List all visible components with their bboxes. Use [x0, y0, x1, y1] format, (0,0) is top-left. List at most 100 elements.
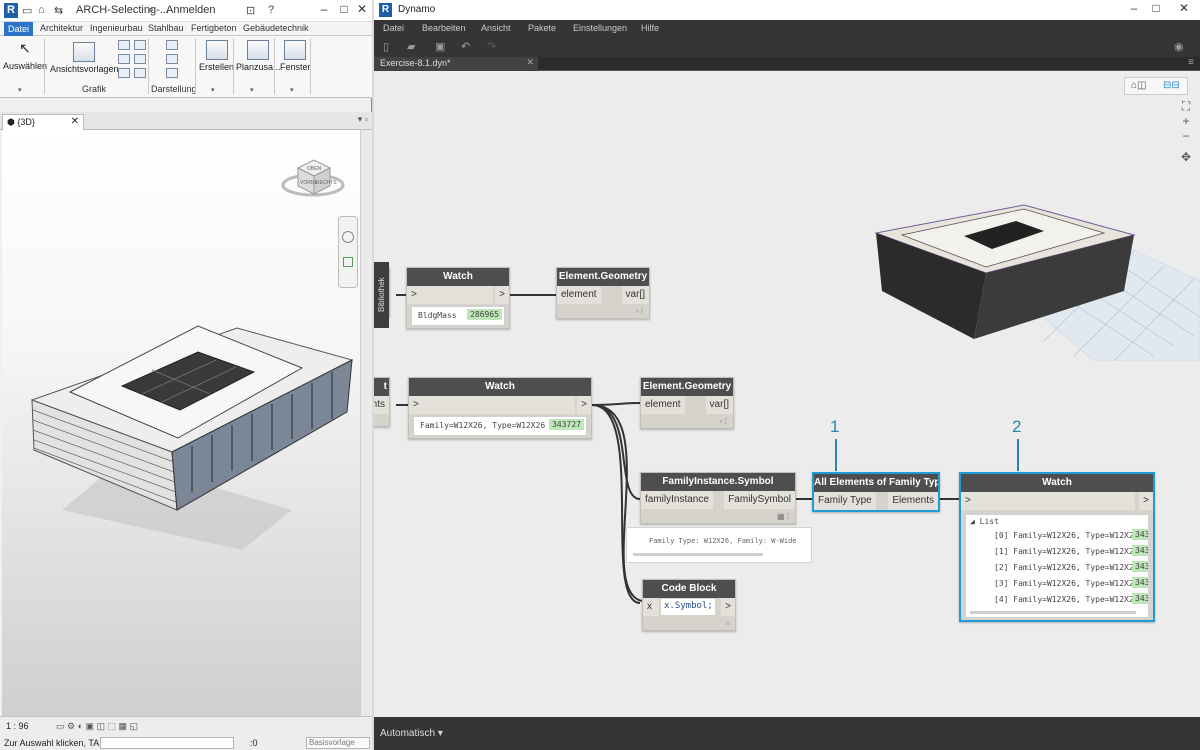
view-control-icons[interactable]: ▭ ⚙ ◐ ▣ ◫ ⬚ ▦ ◱ — [56, 721, 139, 731]
output-port[interactable]: > — [721, 598, 735, 616]
preview-scrollbar[interactable] — [633, 553, 763, 556]
help-button[interactable]: ? — [268, 4, 275, 16]
menu-pakete[interactable]: Pakete — [528, 23, 557, 33]
save-icon[interactable]: ▣ — [435, 41, 446, 53]
close-icon[interactable]: ✕ — [356, 2, 368, 16]
sheet-composition-button[interactable]: Planzusa... — [236, 40, 281, 72]
element-geometry-node[interactable]: Element.Geometry element var[] ▫ ⁞ — [556, 267, 650, 319]
render-gallery-icon[interactable] — [166, 54, 178, 64]
watch-node[interactable]: Watch > > Family=W12X26, Type=W12X26 343… — [408, 377, 592, 439]
tab-stahlbau[interactable]: Stahlbau — [148, 23, 184, 33]
element-id-badge[interactable]: 343 — [1132, 545, 1148, 556]
all-elements-of-family-type-node[interactable]: All Elements of Family Type Family Type … — [812, 472, 940, 512]
cart-icon[interactable]: ⊡ — [246, 5, 256, 17]
tab-architektur[interactable]: Architektur — [40, 23, 84, 33]
graph-view-icon[interactable]: ⊟⊟ — [1163, 80, 1180, 91]
render-icon[interactable] — [134, 68, 146, 78]
open-file-icon[interactable]: ▰ — [407, 41, 416, 53]
select-node-partial[interactable]: t nts — [374, 377, 390, 427]
create-dropdown-icon[interactable]: ▾ — [211, 87, 215, 94]
zoom-out-icon[interactable]: − — [1182, 129, 1190, 143]
output-port[interactable]: > — [495, 286, 509, 304]
geometry-view-icon[interactable]: ⌂◫ — [1131, 80, 1147, 91]
render-cloud-icon[interactable] — [166, 40, 178, 50]
run-mode-dropdown[interactable]: Automatisch ▾ — [380, 728, 443, 739]
design-option-field[interactable]: Basisvorlage — [306, 737, 370, 749]
steering-wheel-icon[interactable] — [342, 231, 354, 243]
workset-field[interactable] — [100, 737, 234, 749]
tab-gebaeudetechnik[interactable]: Gebäudetechnik — [243, 23, 309, 33]
node-preview-toggle-icon[interactable]: ▦ ⁞ — [776, 512, 789, 521]
element-geometry-node[interactable]: Element.Geometry element var[] ▫ ⁞ — [640, 377, 734, 429]
input-port[interactable]: > — [409, 396, 575, 414]
view-cube-top-label[interactable]: OBEN — [307, 166, 322, 172]
view-tab-menu-icon[interactable]: ▾ ▫ — [357, 114, 368, 124]
pan-icon[interactable]: ✥ — [1180, 150, 1192, 164]
input-port[interactable]: > — [961, 492, 1135, 510]
dynamo-minimize-icon[interactable]: – — [1130, 1, 1138, 15]
input-port[interactable]: Family Type — [814, 492, 876, 510]
menu-hilfe[interactable]: Hilfe — [641, 23, 660, 33]
input-port[interactable]: familyInstance — [641, 491, 713, 509]
close-view-icon[interactable]: ✕ — [70, 116, 79, 127]
dynamo-close-icon[interactable]: ✕ — [1178, 1, 1190, 15]
binoculars-icon[interactable]: ⌕ — [148, 4, 155, 16]
output-port[interactable]: Elements — [888, 492, 938, 510]
tab-fertigbeton[interactable]: Fertigbeton — [191, 23, 237, 33]
minimize-icon[interactable]: – — [320, 2, 328, 16]
undo-icon[interactable]: ⇆ — [54, 5, 64, 17]
redo-icon[interactable]: ↷ — [487, 41, 497, 53]
dynamo-canvas[interactable]: 1 2 t nts t nts Watch > > BldgMass 28696… — [374, 71, 1200, 717]
input-port[interactable]: element — [641, 396, 685, 414]
input-port[interactable]: x — [643, 598, 659, 616]
filters-icon[interactable] — [134, 40, 146, 50]
view-cube-front-label[interactable]: VORNE — [300, 180, 318, 186]
tab-datei[interactable]: Datei — [4, 22, 34, 36]
node-preview-toggle-icon[interactable]: ▫ ⁞ — [635, 307, 643, 316]
create-button[interactable]: Erstellen — [199, 40, 234, 72]
output-port[interactable]: nts — [374, 396, 389, 414]
revit-logo[interactable]: R — [4, 3, 18, 18]
view-cube-right-label[interactable]: RECHTS — [316, 180, 337, 186]
collapse-icon[interactable]: ◢ — [970, 517, 980, 526]
tab-ingenieurbau[interactable]: Ingenieurbau — [90, 23, 143, 33]
visibility-icon[interactable] — [118, 40, 130, 50]
menu-ansicht[interactable]: Ansicht — [481, 23, 511, 33]
code-editor[interactable]: x.Symbol; — [661, 599, 715, 615]
code-block-node[interactable]: Code Block x x.Symbol; > ▫ — [642, 579, 736, 631]
element-id-badge[interactable]: 343 — [1132, 593, 1148, 604]
screenshot-icon[interactable]: ◉ — [1174, 41, 1184, 53]
window-button[interactable]: Fenster — [280, 40, 311, 72]
element-id-badge[interactable]: 343727 — [549, 419, 584, 430]
maximize-icon[interactable]: □ — [340, 2, 348, 16]
tab-list-icon[interactable]: ≡ — [1188, 57, 1194, 68]
view-templates-button[interactable]: Ansichtsvorlagen — [50, 42, 119, 74]
output-port[interactable]: > — [1139, 492, 1153, 510]
menu-datei[interactable]: Datei — [383, 23, 405, 33]
zoom-region-icon[interactable] — [343, 257, 353, 267]
node-preview-toggle-icon[interactable]: ▫ ⁞ — [719, 417, 727, 426]
node-preview-toggle-icon[interactable]: ▫ — [726, 619, 729, 628]
input-port[interactable]: > — [407, 286, 493, 304]
dynamo-maximize-icon[interactable]: □ — [1152, 1, 1160, 15]
close-file-icon[interactable]: ✕ — [526, 57, 534, 67]
undo-icon[interactable]: ↶ — [461, 41, 471, 53]
element-id-badge[interactable]: 343 — [1132, 561, 1148, 572]
open-folder-icon[interactable]: ⌂ — [38, 4, 45, 16]
sign-in-button[interactable]: Anmelden — [166, 4, 216, 16]
list-root[interactable]: ◢ List — [970, 517, 999, 526]
window-dropdown-icon[interactable]: ▾ — [290, 87, 294, 94]
view-scale[interactable]: 1 : 96 — [6, 721, 29, 731]
sheet-dropdown-icon[interactable]: ▾ — [250, 87, 254, 94]
output-port[interactable]: var[] — [621, 286, 649, 304]
watch-node[interactable]: Watch > > BldgMass 286965 — [406, 267, 510, 329]
thin-lines-icon[interactable] — [118, 54, 130, 64]
cut-profile-icon[interactable] — [118, 68, 130, 78]
menu-bearbeiten[interactable]: Bearbeiten — [422, 23, 466, 33]
vertical-scrollbar[interactable] — [360, 130, 372, 716]
view-tab-3d[interactable]: ⬢ {3D} ✕ — [2, 114, 84, 130]
library-side-tab[interactable]: Bibliothek — [374, 262, 389, 328]
watch-node[interactable]: Watch > > ◢ List [0] Family=W12X26, Type… — [959, 472, 1155, 622]
show-hidden-icon[interactable] — [134, 54, 146, 64]
view-mode-toggle[interactable]: ⌂◫ ⊟⊟ — [1124, 77, 1188, 95]
